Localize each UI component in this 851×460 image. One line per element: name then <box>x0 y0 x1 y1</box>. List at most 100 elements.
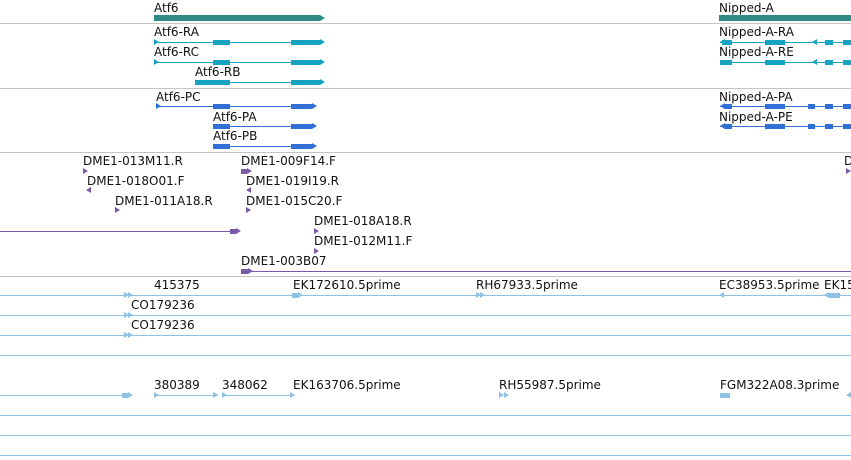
est-label[interactable]: EK163706.5prime <box>293 378 401 392</box>
protein-label-atf6-pb[interactable]: Atf6-PB <box>213 129 258 143</box>
est-label[interactable]: EK15 <box>824 278 851 292</box>
triangle-right-icon <box>128 292 133 298</box>
exon-block <box>291 124 312 129</box>
exon-block <box>720 60 732 65</box>
clone-label[interactable]: DME1-018A18.R <box>314 214 412 228</box>
exon-block <box>213 124 230 129</box>
triangle-left-icon <box>246 187 251 193</box>
triangle-left-icon <box>720 123 725 129</box>
triangle-right-icon <box>154 392 159 398</box>
forward-strand-icon <box>320 15 325 21</box>
exon-block <box>765 104 785 109</box>
exon-block <box>241 169 247 174</box>
exon-block <box>765 60 785 65</box>
track-separator <box>0 152 851 153</box>
intron-line <box>0 455 851 456</box>
exon-block <box>765 124 785 129</box>
triangle-right-icon <box>290 392 295 398</box>
protein-label-atf6-pc[interactable]: Atf6-PC <box>156 90 201 104</box>
intron-line <box>154 395 218 396</box>
gene-label-nipped-a[interactable]: Nipped-A <box>719 1 774 15</box>
triangle-right-icon <box>222 392 227 398</box>
clone-label[interactable]: DME1-009F14.F <box>241 154 336 168</box>
clone-label[interactable]: DME1-018O01.F <box>87 174 185 188</box>
triangle-right-icon <box>124 332 129 338</box>
transcript-label-atf6-ra[interactable]: Atf6-RA <box>154 25 199 39</box>
intron-line <box>0 335 851 336</box>
clone-label[interactable]: DME1-011A18.R <box>115 194 213 208</box>
est-label[interactable]: EC38953.5prime <box>719 278 820 292</box>
triangle-right-icon <box>312 103 317 109</box>
triangle-right-icon <box>246 207 251 213</box>
protein-label-nipped-a-pe[interactable]: Nipped-A-PE <box>719 110 793 124</box>
triangle-right-icon <box>504 392 509 398</box>
intron-line <box>156 106 312 107</box>
exon-block <box>291 104 312 109</box>
intron-line <box>0 435 851 436</box>
exon-block <box>241 269 248 274</box>
exon-block <box>724 104 732 109</box>
est-label[interactable]: 348062 <box>222 378 268 392</box>
clone-label[interactable]: DME1-019I19.R <box>246 174 340 188</box>
triangle-right-icon <box>128 392 133 398</box>
exon-block <box>722 40 732 45</box>
exon-block <box>291 60 320 65</box>
exon-block <box>720 393 730 398</box>
est-label[interactable]: CO179236 <box>131 298 195 312</box>
exon-block <box>843 60 851 65</box>
intron-line <box>0 415 851 416</box>
est-label[interactable]: 380389 <box>154 378 200 392</box>
intron-line <box>230 126 312 127</box>
triangle-right-icon <box>124 292 129 298</box>
exon-block <box>195 80 230 85</box>
clone-label[interactable]: DME1-003B07 <box>241 254 327 268</box>
clone-label[interactable]: DME1-015C20.F <box>246 194 343 208</box>
triangle-right-icon <box>236 228 241 234</box>
clone-label[interactable]: DME1-013M11.R <box>83 154 183 168</box>
triangle-right-icon <box>320 79 325 85</box>
intron-line <box>248 271 851 272</box>
intron-line <box>222 395 295 396</box>
triangle-right-icon <box>314 228 319 234</box>
triangle-left-icon <box>86 187 91 193</box>
triangle-right-icon <box>320 39 325 45</box>
exon-block <box>825 124 833 129</box>
transcript-label-nipped-a-ra[interactable]: Nipped-A-RA <box>719 25 794 39</box>
protein-label-atf6-pa[interactable]: Atf6-PA <box>213 110 257 124</box>
gene-nipped-a-feature[interactable] <box>719 15 851 21</box>
protein-label-nipped-a-pa[interactable]: Nipped-A-PA <box>719 90 793 104</box>
exon-block <box>808 104 815 109</box>
exon-block <box>843 124 851 129</box>
triangle-right-icon <box>124 312 129 318</box>
triangle-left-icon <box>719 292 724 298</box>
track-separator <box>0 276 851 277</box>
est-label[interactable]: RH55987.5prime <box>499 378 601 392</box>
triangle-right-icon <box>314 248 319 254</box>
intron-line <box>720 106 851 107</box>
triangle-right-icon <box>499 392 504 398</box>
exon-block <box>213 60 230 65</box>
exon-block <box>213 40 230 45</box>
exon-block <box>808 124 815 129</box>
exon-block <box>291 80 320 85</box>
clone-label[interactable]: D <box>844 154 851 168</box>
est-label[interactable]: RH67933.5prime <box>476 278 578 292</box>
triangle-right-icon <box>312 123 317 129</box>
triangle-left-icon <box>812 39 817 45</box>
transcript-label-nipped-a-re[interactable]: Nipped-A-RE <box>719 45 794 59</box>
est-label[interactable]: CO179236 <box>131 318 195 332</box>
est-label[interactable]: 415375 <box>154 278 200 292</box>
clone-label[interactable]: DME1-012M11.F <box>314 234 413 248</box>
exon-block <box>291 144 312 149</box>
transcript-label-atf6-rc[interactable]: Atf6-RC <box>154 45 200 59</box>
gene-atf6-feature[interactable] <box>154 15 320 21</box>
transcript-label-atf6-rb[interactable]: Atf6-RB <box>195 65 241 79</box>
gene-label-atf6[interactable]: Atf6 <box>154 1 179 15</box>
intron-line <box>0 395 128 396</box>
triangle-right-icon <box>298 292 303 298</box>
est-label[interactable]: FGM322A08.3prime <box>720 378 840 392</box>
triangle-right-icon <box>115 207 120 213</box>
intron-line <box>0 295 851 296</box>
est-label[interactable]: EK172610.5prime <box>293 278 401 292</box>
